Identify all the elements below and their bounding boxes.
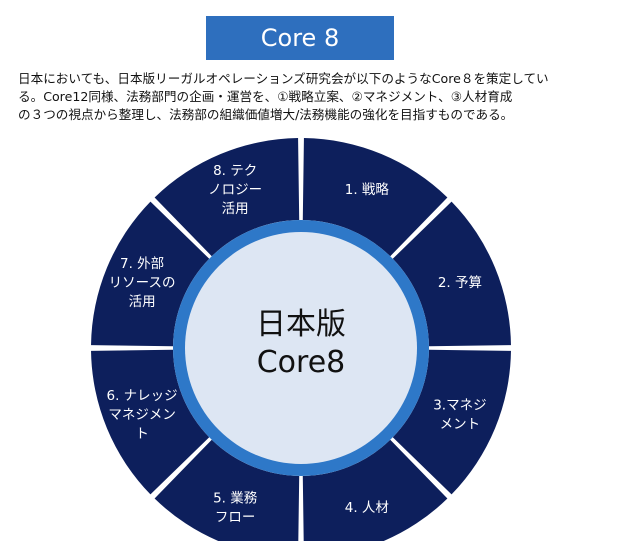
segment-label-5: 5. 業務フロー bbox=[213, 490, 258, 525]
segment-2 bbox=[392, 201, 511, 347]
segment-label-line: ト bbox=[135, 426, 149, 442]
segment-label-line: フロー bbox=[215, 509, 256, 525]
description-line: 日本においても、日本版リーガルオペレーションズ研究会が以下のようなCore８を策… bbox=[18, 71, 549, 86]
segment-label-3: 3.マネジメント bbox=[433, 397, 486, 432]
segment-label-2: 2. 予算 bbox=[438, 275, 482, 291]
center-circle bbox=[185, 232, 417, 464]
segment-label-line: 2. 予算 bbox=[438, 275, 482, 291]
segment-label-1: 1. 戦略 bbox=[345, 182, 390, 198]
segment-label-line: 活用 bbox=[129, 294, 156, 310]
center-label-line2: Core8 bbox=[257, 345, 346, 380]
segment-label-line: メント bbox=[440, 416, 481, 432]
segment-label-line: 活用 bbox=[222, 201, 249, 217]
segment-label-line: 1. 戦略 bbox=[345, 182, 390, 198]
segment-7 bbox=[91, 201, 210, 347]
segment-label-line: 8. テク bbox=[213, 163, 257, 179]
segment-6 bbox=[91, 349, 210, 495]
segment-label-line: 6. ナレッジ bbox=[107, 388, 178, 404]
segment-label-line: 5. 業務 bbox=[213, 490, 258, 506]
segment-label-line: 4. 人材 bbox=[345, 500, 389, 516]
description: 日本においても、日本版リーガルオペレーションズ研究会が以下のようなCore８を策… bbox=[18, 70, 614, 124]
segment-label-line: 7. 外部 bbox=[120, 256, 164, 272]
title-text: Core 8 bbox=[260, 24, 340, 52]
segment-1 bbox=[302, 138, 448, 257]
segment-label-line: リソースの bbox=[109, 275, 176, 291]
segment-label-7: 7. 外部リソースの活用 bbox=[109, 256, 176, 310]
segment-4 bbox=[302, 439, 448, 541]
title-box: Core 8 bbox=[206, 16, 394, 60]
segment-group: 1. 戦略 2. 予算 3.マネジメント 4. 人材 5. 業務フロー 6. ナレッジマネ… bbox=[91, 138, 511, 541]
segment-label-6: 6. ナレッジマネジメント bbox=[107, 388, 178, 442]
center-label-line1: 日本版 bbox=[256, 307, 346, 342]
segment-label-line: ノロジー bbox=[208, 182, 262, 198]
segment-label-line: 3.マネジ bbox=[433, 397, 486, 413]
description-line: る。Core12同様、法務部門の企画・運営を、①戦略立案、②マネジメント、③人材… bbox=[18, 89, 513, 104]
description-line: の３つの視点から整理し、法務部の組織価値増大/法務機能の強化を目指すものである。 bbox=[18, 107, 514, 122]
segment-label-line: マネジメン bbox=[108, 407, 176, 423]
segment-label-4: 4. 人材 bbox=[345, 500, 389, 516]
segment-5 bbox=[154, 439, 300, 541]
segment-label-8: 8. テクノロジー活用 bbox=[208, 163, 262, 217]
segment-3 bbox=[392, 349, 511, 495]
segment-8 bbox=[154, 138, 300, 257]
